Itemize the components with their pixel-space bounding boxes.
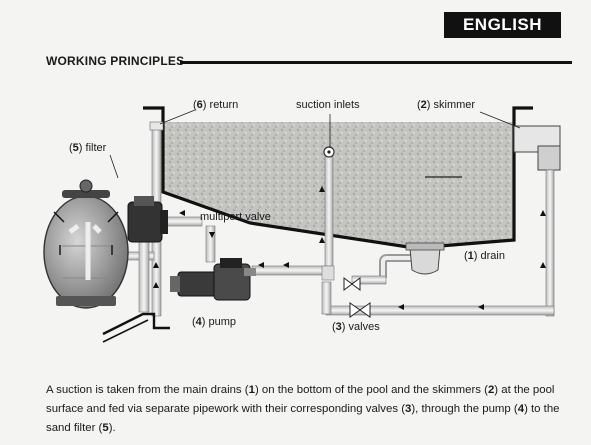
label-pump: (4) pump (192, 316, 237, 328)
label-skimmer: (2) skimmer (417, 99, 476, 111)
skimmer (513, 125, 561, 317)
leader-lines (109, 109, 521, 179)
section-rule (180, 61, 572, 64)
drain-pipe (351, 254, 412, 285)
caption-line-2: surface and fed via separate pipework wi… (46, 403, 560, 415)
label-valves: (3) valves (332, 321, 380, 333)
label-return: (6) return (193, 99, 239, 111)
ground-outlet (102, 312, 170, 343)
language-badge: ENGLISH (444, 12, 561, 38)
section-title: WORKING PRINCIPLES (46, 54, 185, 68)
sand-filter-tank (43, 179, 129, 309)
pump (170, 258, 256, 301)
multiport-valve (127, 196, 168, 243)
caption: A suction is taken from the main drains … (46, 381, 566, 438)
label-multiport-valve: multiport valve (200, 211, 271, 223)
label-drain: (1) drain (464, 250, 505, 262)
filter-pipework (123, 216, 216, 313)
suction-inlet-pipe (323, 146, 335, 279)
flow-arrows (53, 186, 546, 310)
label-suction-inlets: suction inlets (296, 99, 360, 111)
caption-line-1: A suction is taken from the main drains … (46, 384, 555, 396)
valve-icons (343, 277, 371, 318)
caption-line-3: sand filter (5). (46, 422, 116, 434)
main-drain (405, 242, 445, 275)
label-filter: (5) filter (69, 142, 107, 154)
